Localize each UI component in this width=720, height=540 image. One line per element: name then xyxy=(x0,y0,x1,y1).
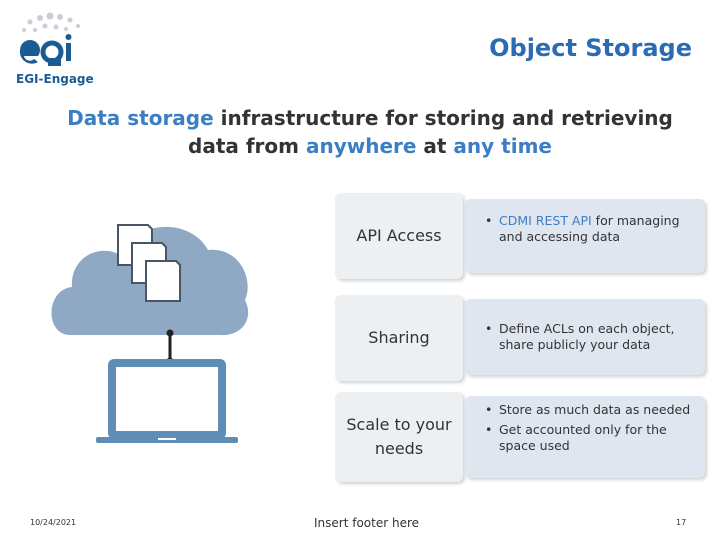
feature-label: Scale to your needs xyxy=(335,392,463,482)
slide-subtitle: Data storage infrastructure for storing … xyxy=(40,104,700,160)
slide-title: Object Storage xyxy=(489,34,692,62)
feature-bullet: Define ACLs on each object, share public… xyxy=(483,321,695,353)
feature-description: Define ACLs on each object, share public… xyxy=(465,299,705,375)
documents-icon xyxy=(117,224,181,302)
footer-date: 10/24/2021 xyxy=(30,518,77,527)
feature-row-api-access: API Access CDMI REST API for managing an… xyxy=(335,193,705,279)
subtitle-part-5: at xyxy=(416,134,454,158)
feature-bullet: Store as much data as needed xyxy=(483,402,695,418)
subtitle-part-1: Data storage xyxy=(67,106,214,130)
egi-dots-icon xyxy=(19,12,80,66)
footer-text: Insert footer here xyxy=(314,516,420,530)
page-number: 17 xyxy=(676,518,687,527)
feature-bullet: Get accounted only for the space used xyxy=(483,422,695,454)
subtitle-part-4: anywhere xyxy=(305,134,417,158)
bullet-text: Get accounted only for the space used xyxy=(499,422,667,453)
cloud-laptop-illustration xyxy=(40,195,255,455)
bullet-text: Store as much data as needed xyxy=(499,402,691,417)
feature-row-scale: Scale to your needs Store as much data a… xyxy=(335,392,705,482)
feature-description: Store as much data as needed Get account… xyxy=(465,396,705,478)
feature-row-sharing: Sharing Define ACLs on each object, shar… xyxy=(335,295,705,381)
subtitle-part-2: infrastructure for storing and retrievin… xyxy=(213,106,673,130)
feature-description: CDMI REST API for managing and accessing… xyxy=(465,199,705,273)
egi-logo: EGI-Engage xyxy=(0,0,120,90)
subtitle-part-6: any time xyxy=(453,134,552,158)
logo-label: EGI-Engage xyxy=(16,72,94,86)
feature-bullet: CDMI REST API for managing and accessing… xyxy=(483,213,695,245)
laptop-icon xyxy=(96,359,238,443)
subtitle-part-3: data from xyxy=(188,134,306,158)
bullet-highlight: CDMI REST API xyxy=(499,213,592,228)
feature-label: Sharing xyxy=(335,295,463,381)
feature-label: API Access xyxy=(335,193,463,279)
bullet-text: Define ACLs on each object, share public… xyxy=(499,321,675,352)
bullet-text: for managing and accessing data xyxy=(499,213,680,244)
